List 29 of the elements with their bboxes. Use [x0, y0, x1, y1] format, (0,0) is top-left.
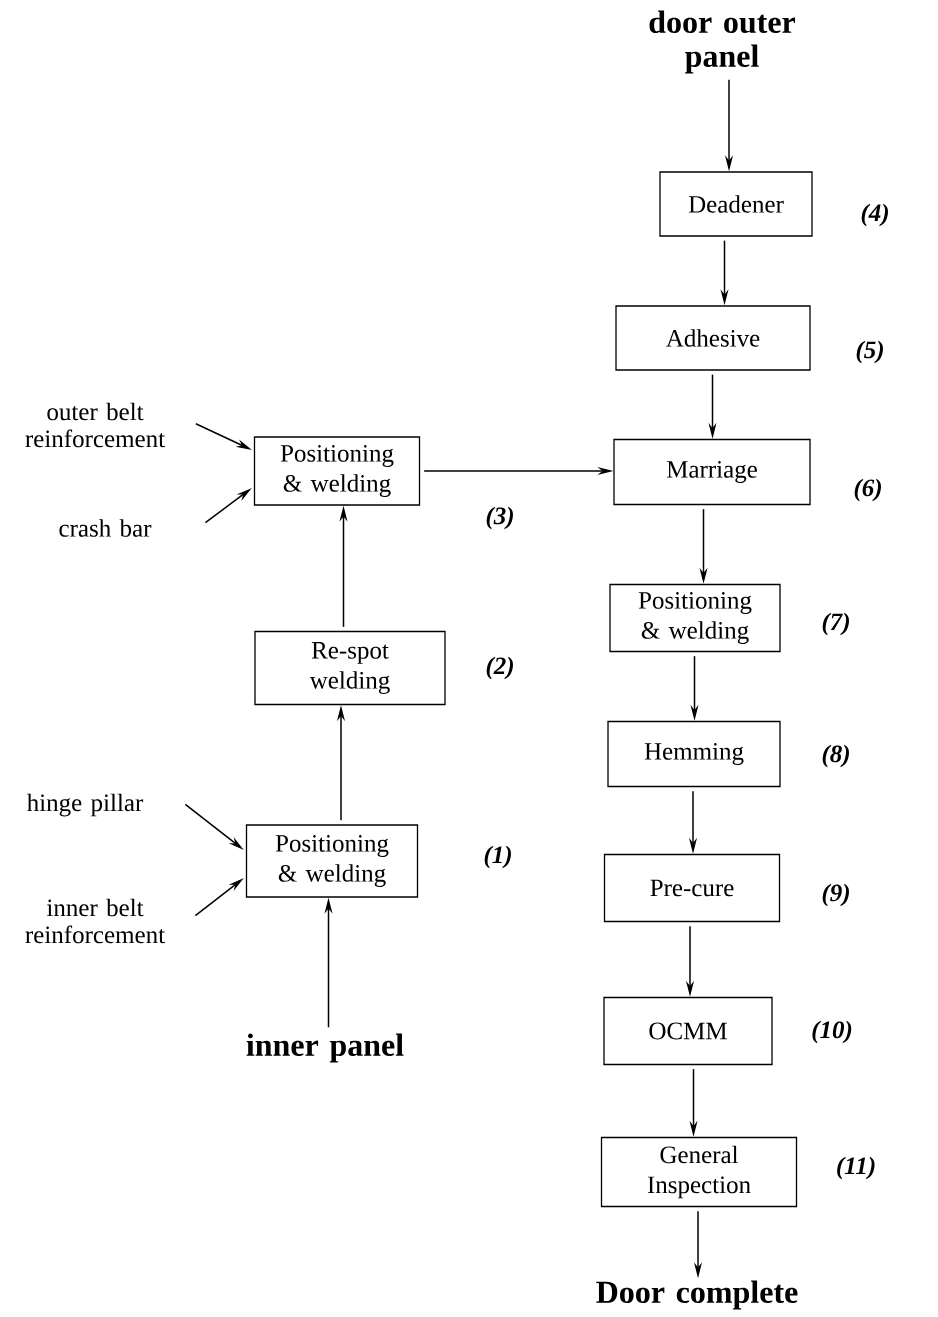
step-number: (10)	[812, 1020, 852, 1044]
process-box: Marriage	[613, 438, 811, 506]
process-box: General Inspection	[600, 1136, 798, 1208]
part-label: hinge pillar	[26, 793, 144, 817]
process-box: Adhesive	[615, 305, 811, 371]
process-box: OCMM	[603, 996, 773, 1066]
step-number: (9)	[822, 883, 849, 907]
step-number: (8)	[822, 744, 849, 768]
flow-label: inner panel	[246, 1033, 404, 1063]
process-box: Positioning & welding	[609, 583, 781, 653]
step-number: (7)	[822, 612, 849, 636]
process-box: Pre-cure	[603, 853, 781, 923]
step-number: (5)	[856, 340, 883, 364]
step-number: (1)	[484, 845, 511, 869]
flow-label: Door complete	[596, 1280, 798, 1310]
part-label: outer belt reinforcement	[25, 402, 165, 448]
part-label: crash bar	[59, 519, 152, 537]
step-number: (6)	[854, 478, 881, 502]
step-number: (2)	[486, 656, 513, 680]
step-number: (3)	[486, 506, 513, 530]
part-label: inner belt reinforcement	[25, 898, 165, 944]
process-box: Hemming	[607, 720, 781, 788]
process-box: Deadener	[659, 171, 813, 237]
flow-label: door outer panel	[649, 10, 796, 74]
process-box: Re-spot welding	[254, 630, 446, 706]
step-number: (11)	[837, 1156, 875, 1180]
process-box: Positioning & welding	[253, 436, 421, 506]
process-box: Positioning & welding	[245, 824, 419, 898]
step-number: (4)	[861, 203, 888, 227]
